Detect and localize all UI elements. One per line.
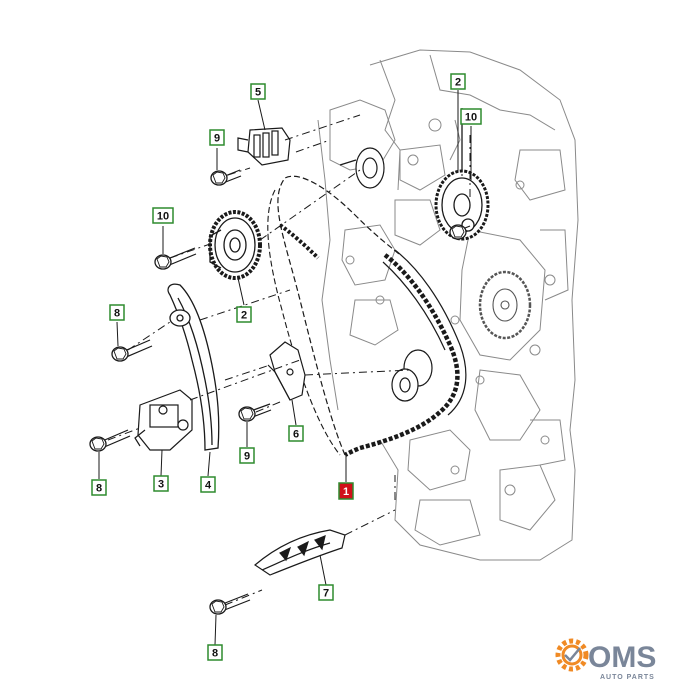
engine-block <box>317 49 579 561</box>
callout-10-right: 10 <box>460 108 482 125</box>
engine-oil-pump-sprocket <box>478 270 532 340</box>
callout-3: 3 <box>153 475 169 492</box>
gear-icon <box>555 638 589 672</box>
svg-text:1: 1 <box>343 486 349 498</box>
tensioner-arm-part-4 <box>167 283 220 451</box>
svg-text:10: 10 <box>157 211 169 223</box>
callouts: 5 2 10 9 10 2 8 6 <box>91 73 482 661</box>
callout-8-tensioner: 8 <box>91 479 107 496</box>
assembly-lines <box>107 108 471 606</box>
bolt-8-lower <box>209 593 251 615</box>
svg-text:3: 3 <box>158 479 164 491</box>
svg-text:9: 9 <box>214 133 220 145</box>
callout-5: 5 <box>250 83 266 100</box>
bolt-8-tensioner <box>89 429 131 452</box>
callout-10-left: 10 <box>152 207 174 224</box>
bolt-9-guide <box>238 403 272 422</box>
logo-subtext: AUTO PARTS <box>600 674 655 681</box>
callout-2-right: 2 <box>450 73 466 90</box>
svg-text:9: 9 <box>244 451 250 463</box>
bolt-9-upper <box>210 169 242 186</box>
oms-logo: OMS AUTO PARTS <box>555 638 656 681</box>
upper-chain-guide-part-5 <box>237 127 291 166</box>
svg-text:5: 5 <box>255 87 261 99</box>
svg-text:7: 7 <box>323 588 329 600</box>
svg-text:8: 8 <box>96 483 102 495</box>
bolts <box>89 169 471 615</box>
svg-text:2: 2 <box>241 310 247 322</box>
logo-text: OMS <box>588 641 656 674</box>
chain-guide-part-6 <box>267 341 306 401</box>
callout-9-guide: 9 <box>239 447 255 464</box>
bolt-8-arm <box>111 339 153 362</box>
bolt-10-right <box>449 224 471 240</box>
svg-text:2: 2 <box>455 77 461 89</box>
callout-2-left: 2 <box>236 306 252 323</box>
timing-chain <box>267 175 467 457</box>
lower-chain-guide-part-7 <box>254 529 346 576</box>
camshaft-sprocket-part-2 <box>208 210 262 280</box>
callout-9-upper: 9 <box>209 129 225 146</box>
svg-text:4: 4 <box>205 480 212 492</box>
callout-8-lower: 8 <box>207 644 223 661</box>
leader-lines <box>98 90 472 646</box>
callout-1-highlighted: 1 <box>338 482 354 500</box>
callout-6: 6 <box>288 425 304 442</box>
callout-8-arm: 8 <box>109 304 125 321</box>
svg-text:6: 6 <box>293 429 299 441</box>
chain-tensioner-part-3 <box>134 389 193 451</box>
engine-crankshaft-sprocket <box>391 349 433 402</box>
svg-text:8: 8 <box>212 648 218 660</box>
callout-4: 4 <box>200 476 216 493</box>
svg-text:8: 8 <box>114 308 120 320</box>
svg-text:10: 10 <box>465 112 477 124</box>
engine-camshaft-sprocket-left <box>339 147 385 189</box>
engine-camshaft-sprocket-right <box>434 112 490 241</box>
callout-7: 7 <box>318 584 334 601</box>
